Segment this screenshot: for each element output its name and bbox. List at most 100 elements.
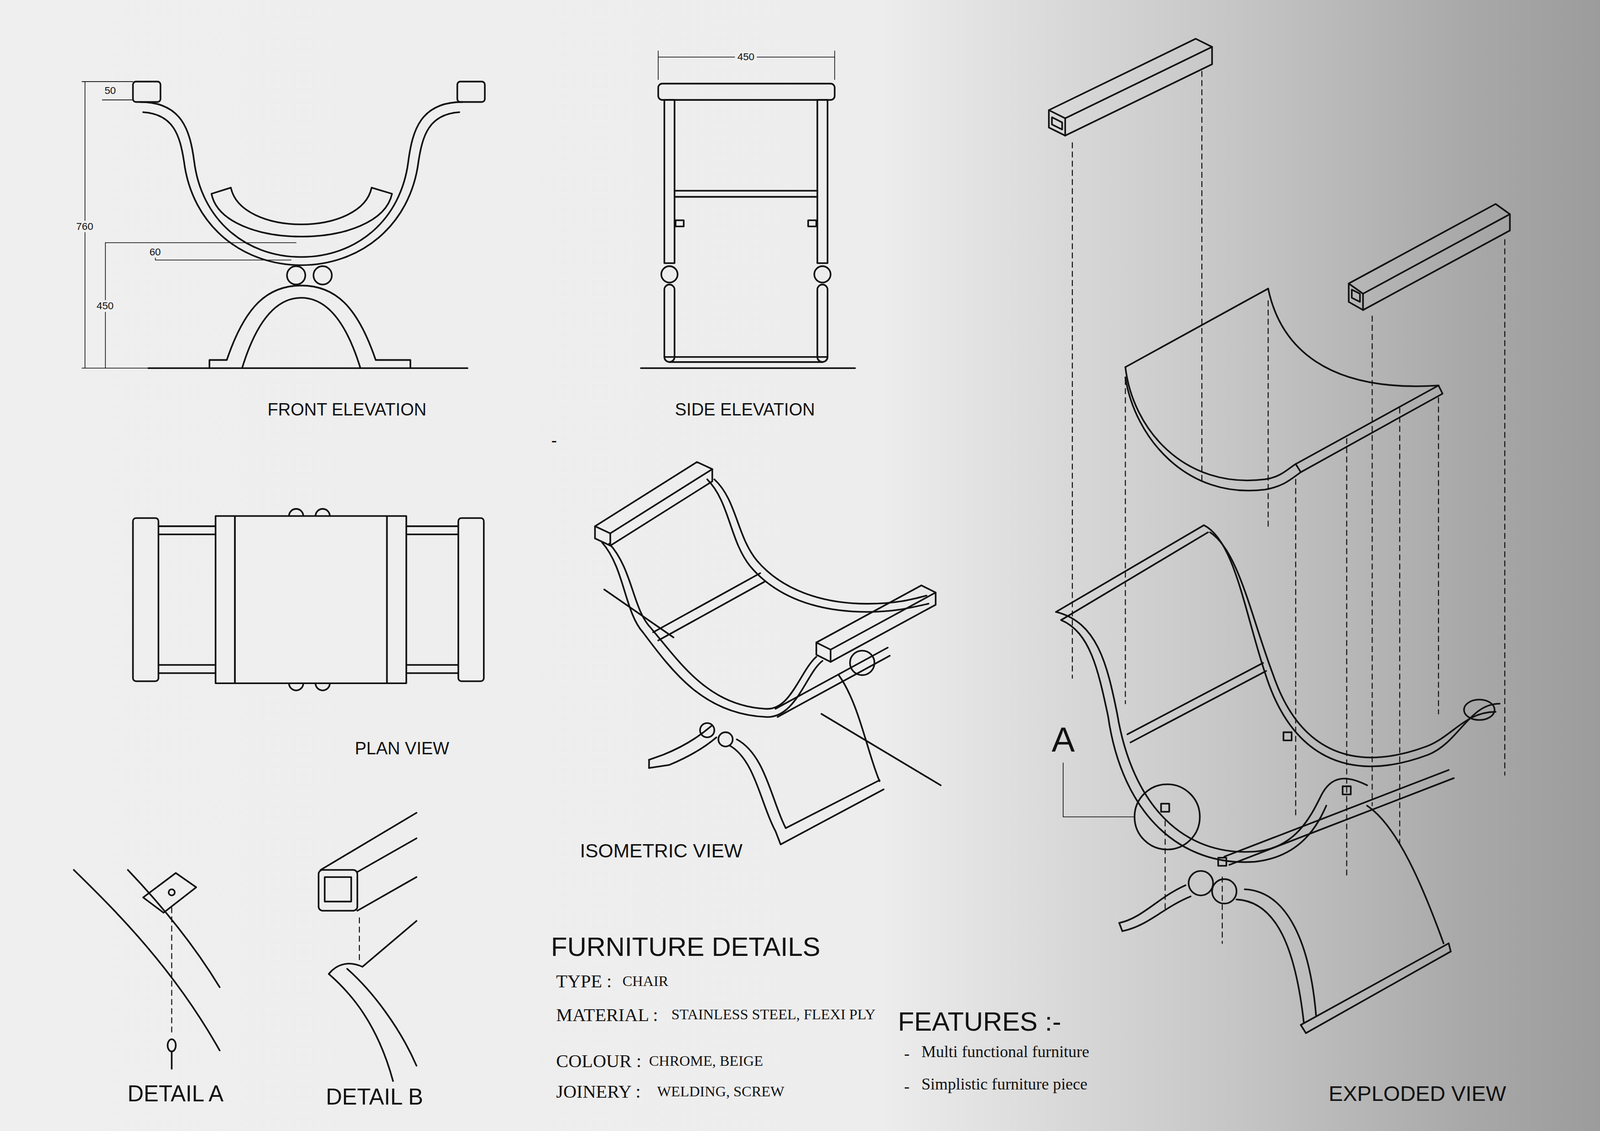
- exploded-view: [1188, 871, 1214, 896]
- isometric-view: [595, 462, 941, 845]
- detail-a: [168, 889, 175, 896]
- isometric-view: [649, 726, 712, 760]
- view-title: FRONT ELEVATION: [267, 400, 426, 421]
- plan-view: [406, 664, 459, 666]
- front-elevation: [457, 81, 485, 103]
- assembly-line: [1399, 407, 1401, 847]
- bullet-mark: -: [903, 1077, 910, 1097]
- dimension-value: 760: [73, 220, 96, 233]
- detail-a: [171, 1051, 173, 1070]
- isometric-view: [821, 713, 941, 786]
- detail-b: [320, 812, 417, 870]
- front-elevation: [132, 81, 161, 103]
- exploded-view: [1362, 214, 1510, 311]
- dimension-value: 60: [147, 246, 164, 259]
- assembly-line: [1124, 379, 1126, 704]
- assembly-line: [1371, 316, 1373, 806]
- side-elevation: [664, 356, 828, 359]
- front-elevation: [313, 266, 332, 285]
- side-elevation: [640, 83, 856, 369]
- front-elevation: [132, 81, 485, 369]
- detail-a: [167, 1039, 177, 1052]
- spec-value: CHROME, BEIGE: [649, 1052, 764, 1070]
- exploded-view: [1055, 612, 1367, 852]
- side-elevation: [664, 99, 675, 264]
- isometric-view: [595, 462, 713, 534]
- feature-item: Multi functional furniture: [921, 1042, 1090, 1062]
- plan-view: [158, 533, 216, 536]
- dimension-line: [657, 51, 659, 80]
- side-elevation: [640, 367, 856, 369]
- exploded-view: [1305, 951, 1451, 1034]
- side-elevation: [675, 220, 684, 227]
- spec-key: COLOUR :: [555, 1050, 642, 1072]
- stray-mark: -: [550, 431, 557, 452]
- assembly-line: [1072, 71, 1505, 944]
- side-elevation: [814, 266, 831, 283]
- front-elevation: [242, 297, 361, 369]
- detail-b: [357, 877, 417, 911]
- assembly-line: [1346, 438, 1348, 878]
- exploded-view: [1295, 385, 1443, 473]
- exploded-view: [1127, 663, 1263, 735]
- assembly-line: [358, 918, 360, 962]
- plan-view: [458, 518, 484, 682]
- exploded-view: [1244, 889, 1317, 1016]
- exploded-view: [1125, 367, 1296, 481]
- dimension-value: 450: [94, 300, 116, 312]
- spec-key: MATERIAL :: [555, 1004, 658, 1026]
- exploded-view: [1351, 289, 1361, 302]
- view-title: ISOMETRIC VIEW: [579, 839, 743, 863]
- assembly-line: [1164, 820, 1166, 913]
- isometric-view: [648, 759, 650, 769]
- exploded-view: [1211, 879, 1237, 904]
- exploded-view: [1055, 525, 1204, 613]
- assembly-line: [1438, 397, 1439, 714]
- exploded-view: [1236, 899, 1304, 1024]
- side-elevation: [674, 196, 818, 198]
- detail-b: [324, 877, 352, 902]
- exploded-view: [1125, 288, 1268, 368]
- exploded-view: [1060, 532, 1208, 620]
- exploded-view: [1161, 803, 1170, 812]
- callout-letter: A: [1051, 719, 1076, 760]
- spec-value: CHAIR: [622, 973, 669, 991]
- detail-b: [328, 974, 394, 1082]
- plan-view: [234, 516, 387, 684]
- spec-key: TYPE :: [555, 971, 612, 993]
- dimension-line: [102, 99, 133, 101]
- side-elevation: [669, 361, 823, 364]
- side-elevation: [674, 189, 818, 192]
- isometric-view: [777, 655, 890, 717]
- assembly-line: [1295, 479, 1297, 816]
- plan-view: [158, 664, 216, 666]
- section-heading: FURNITURE DETAILS: [550, 931, 821, 963]
- section-heading: FEATURES :-: [898, 1006, 1062, 1037]
- detail-a: [143, 872, 197, 913]
- exploded-view: [1122, 896, 1191, 932]
- assembly-line: [1201, 71, 1203, 485]
- plan-view: [132, 509, 484, 691]
- detail-a: [73, 870, 220, 1051]
- exploded-view: [1210, 532, 1496, 758]
- isometric-view: [609, 543, 817, 709]
- plan-view: [406, 533, 459, 536]
- exploded-view: [1218, 857, 1227, 867]
- feature-item: Simplistic furniture piece: [921, 1075, 1088, 1095]
- assembly-line: [171, 907, 172, 1036]
- view-title: PLAN VIEW: [354, 738, 450, 759]
- exploded-view: [1049, 110, 1066, 136]
- isometric-view: [707, 479, 929, 613]
- detail-a: [73, 870, 220, 1070]
- exploded-view: [1204, 525, 1501, 767]
- detail-b: [318, 812, 417, 1081]
- view-title: EXPLODED VIEW: [1328, 1081, 1507, 1107]
- isometric-view: [736, 739, 880, 829]
- side-elevation: [664, 284, 675, 363]
- plan-view: [386, 516, 406, 684]
- dimension-line: [834, 51, 836, 80]
- isometric-view: [718, 732, 733, 747]
- dimension-line: [82, 368, 149, 369]
